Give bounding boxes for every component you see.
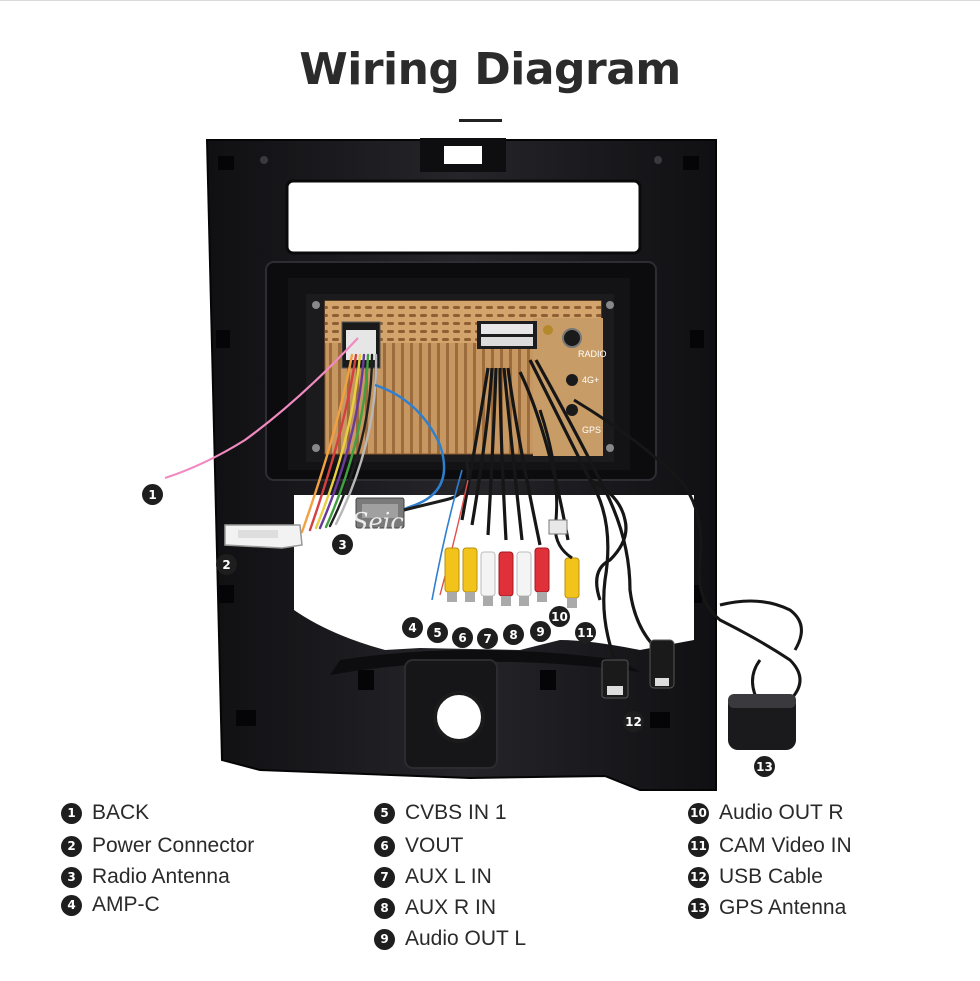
back-wire bbox=[164, 337, 359, 480]
legend-item: 2 Power Connector bbox=[61, 834, 254, 858]
legend-label: Audio OUT R bbox=[719, 801, 844, 824]
callout-12: 12 bbox=[623, 711, 644, 732]
legend-item: 7 AUX L IN bbox=[374, 865, 492, 889]
callout-8: 8 bbox=[503, 624, 524, 645]
legend-number: 10 bbox=[688, 802, 709, 824]
legend-number: 9 bbox=[374, 928, 395, 950]
legend-item: 13 GPS Antenna bbox=[688, 896, 846, 920]
legend-label: CVBS IN 1 bbox=[405, 801, 507, 824]
legend-number: 13 bbox=[688, 897, 709, 919]
legend-label: AUX L IN bbox=[405, 865, 492, 888]
legend-item: 1 BACK bbox=[61, 801, 149, 825]
legend-number: 8 bbox=[374, 897, 395, 919]
legend-label: GPS Antenna bbox=[719, 896, 847, 919]
legend-label: VOUT bbox=[405, 834, 464, 857]
page-title: Wiring Diagram bbox=[299, 44, 681, 95]
legend-item: 5 CVBS IN 1 bbox=[374, 801, 507, 825]
legend-item: 3 Radio Antenna bbox=[61, 865, 230, 889]
legend-item: 10 Audio OUT R bbox=[688, 801, 844, 825]
callout-10: 10 bbox=[549, 606, 570, 627]
legend-number: 6 bbox=[374, 835, 395, 857]
callout-4: 4 bbox=[402, 617, 423, 638]
callout-13: 13 bbox=[754, 756, 775, 777]
radio-socket bbox=[562, 328, 582, 348]
legend-number: 11 bbox=[688, 835, 709, 857]
legend-label: Audio OUT L bbox=[405, 927, 527, 950]
fourg-port-label: 4G+ bbox=[582, 375, 599, 385]
legend-item: 9 Audio OUT L bbox=[374, 927, 526, 951]
legend-item: 11 CAM Video IN bbox=[688, 834, 852, 858]
legend-item: 12 USB Cable bbox=[688, 865, 823, 889]
legend-item: 8 AUX R IN bbox=[374, 896, 496, 920]
legend-label: BACK bbox=[92, 801, 150, 824]
legend-label: CAM Video IN bbox=[719, 834, 852, 857]
vent-opening bbox=[285, 179, 642, 255]
legend-number: 2 bbox=[61, 835, 82, 857]
title-underline bbox=[459, 119, 502, 122]
legend-label: AUX R IN bbox=[405, 896, 497, 919]
legend-label: Power Connector bbox=[92, 834, 255, 857]
radio-port-label: RADIO bbox=[578, 349, 607, 359]
rca-plugs bbox=[444, 547, 580, 608]
callout-6: 6 bbox=[452, 627, 473, 648]
legend-number: 1 bbox=[61, 802, 82, 824]
legend-number: 4 bbox=[61, 894, 82, 916]
usb-cable-a bbox=[528, 359, 617, 661]
legend-number: 12 bbox=[688, 866, 709, 888]
gps-port-label: GPS bbox=[582, 425, 601, 435]
legend-label: Radio Antenna bbox=[92, 865, 230, 888]
watermark-text: Seicane bbox=[352, 508, 448, 536]
legend-item: 6 VOUT bbox=[374, 834, 463, 858]
usb-cable-b bbox=[534, 359, 662, 654]
legend-number: 7 bbox=[374, 866, 395, 888]
legend-number: 3 bbox=[61, 866, 82, 888]
callout-7: 7 bbox=[477, 628, 498, 649]
callout-2: 2 bbox=[216, 554, 237, 575]
callout-5: 5 bbox=[427, 622, 448, 643]
legend-number: 5 bbox=[374, 802, 395, 824]
callout-1: 1 bbox=[142, 484, 163, 505]
amp-c-wire bbox=[431, 469, 463, 601]
callout-9: 9 bbox=[530, 621, 551, 642]
legend-label: USB Cable bbox=[719, 865, 823, 888]
legend-item: 4 AMP-C bbox=[61, 893, 160, 917]
callout-3: 3 bbox=[332, 534, 353, 555]
gps-socket bbox=[566, 404, 578, 416]
usb-plug-b bbox=[649, 639, 675, 689]
callout-11: 11 bbox=[575, 622, 596, 643]
legend-label: AMP-C bbox=[92, 893, 160, 916]
fourg-socket bbox=[566, 374, 578, 386]
top-divider bbox=[0, 0, 980, 1]
